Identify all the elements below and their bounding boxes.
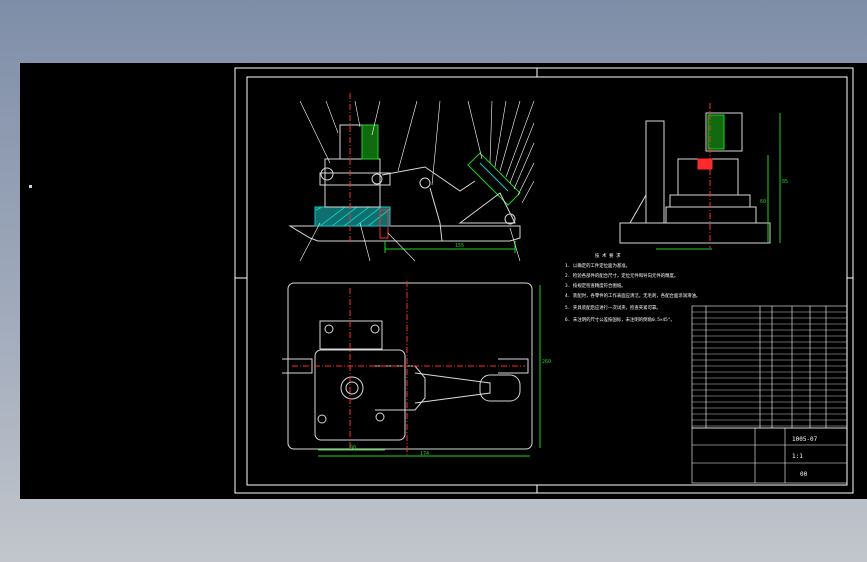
cad-viewport[interactable]: 155 [20, 63, 867, 499]
parts-list-rows [692, 311, 847, 427]
top-screw-1 [324, 324, 334, 334]
top-jaw-plate [319, 320, 383, 350]
front-bolt [379, 209, 389, 239]
top-screw-3 [317, 414, 327, 424]
front-clamp-jaw [319, 172, 391, 186]
top-lever-arm [414, 372, 491, 404]
front-view [288, 124, 521, 242]
top-base-plate [287, 282, 533, 450]
title-sheet: 00 [800, 471, 808, 478]
top-body-outline [314, 349, 406, 441]
side-upright-left [645, 120, 665, 224]
top-main-bore-inner [345, 381, 359, 395]
leader-18 [387, 232, 416, 262]
leader-1 [299, 100, 331, 164]
notes-heading: 技 术 要 求 [595, 252, 621, 259]
leader-3 [354, 100, 361, 128]
leader-19 [509, 227, 521, 262]
crosshair-cursor [29, 185, 32, 188]
sheet-outer-border [234, 67, 854, 494]
leader-9 [494, 100, 507, 168]
title-drawing-no: 1005-07 [792, 436, 818, 443]
leader-7 [467, 100, 483, 160]
side-red-marker [697, 158, 713, 170]
title-block [691, 427, 848, 484]
leader-6 [431, 100, 441, 186]
side-top-block [705, 112, 743, 152]
side-gusset [629, 193, 647, 224]
parts-list [691, 305, 848, 429]
notes-line-2: 2. 检验各部件的配合尺寸，定位元件和导向元件的精度。 [565, 272, 678, 279]
leader-10 [499, 100, 521, 172]
drawing-canvas: 155 [234, 67, 854, 494]
leader-17 [359, 222, 371, 262]
title-block-frame [691, 427, 848, 484]
top-view [282, 282, 533, 450]
leader-15 [521, 180, 535, 204]
top-slot-right [498, 358, 529, 374]
notes-line-1: 1. 以确定的工件定位面为基准。 [565, 262, 630, 269]
side-dim-h1-label: 85 [782, 179, 788, 185]
technical-notes: 技 术 要 求 1. 以确定的工件定位面为基准。 2. 检验各部件的配合尺寸，定… [565, 252, 700, 323]
front-hatch-lines [315, 206, 391, 227]
front-cylinder-axis [479, 162, 509, 192]
front-leaders [299, 100, 535, 262]
front-support-leg [429, 187, 443, 242]
leader-4 [371, 100, 381, 136]
front-column-body [324, 158, 381, 208]
leader-5 [397, 100, 418, 172]
top-link-plate [375, 365, 426, 411]
leader-11 [505, 100, 535, 178]
parts-list-frame [691, 305, 848, 429]
front-cylinder-bracket [458, 192, 516, 224]
front-pin-left [320, 167, 334, 181]
top-dim-w2-label: 174 [420, 451, 429, 457]
side-view [619, 112, 771, 244]
leader-12 [509, 122, 535, 184]
side-guide-green [707, 114, 725, 150]
top-screw-2 [370, 324, 380, 334]
notes-line-3: 3. 按规定检查精度符合图纸。 [565, 282, 626, 289]
front-cylinder-pivot [504, 213, 516, 225]
front-angled-cylinder [467, 152, 521, 206]
front-pin-right [371, 173, 383, 185]
sheet-inner-border [246, 76, 848, 486]
notes-line-5: 5. 夹具装配后应进行一次试夹，检查夹紧可靠。 [565, 304, 661, 311]
leader-13 [513, 142, 535, 190]
front-dim-base-label: 155 [455, 243, 464, 249]
side-base [619, 222, 771, 244]
title-scale: 1:1 [792, 453, 803, 460]
side-lower-plate [665, 206, 757, 224]
front-lever-arm [381, 166, 476, 192]
side-dim-h2-label: 60 [760, 199, 766, 205]
leader-16 [299, 222, 321, 262]
leader-2 [325, 100, 339, 134]
top-screw-4 [375, 412, 385, 422]
top-main-bore [340, 376, 364, 400]
top-dim-w1-label: 90 [350, 445, 356, 451]
notes-line-4: 4. 装配时，各零件的工作表面应清洁，无毛刺，各配合面涂润滑油。 [565, 292, 700, 299]
top-dim-h-label: 260 [542, 359, 551, 365]
top-cylinder-end [479, 374, 521, 402]
leader-14 [517, 162, 535, 196]
leader-8 [489, 100, 493, 164]
front-base-plate [288, 225, 521, 242]
notes-line-6: 6. 未注明的尺寸公差按国标，未注明的倒角0.5×45°。 [565, 316, 675, 323]
front-guide-green [361, 124, 379, 160]
front-lever-pivot [419, 177, 431, 189]
